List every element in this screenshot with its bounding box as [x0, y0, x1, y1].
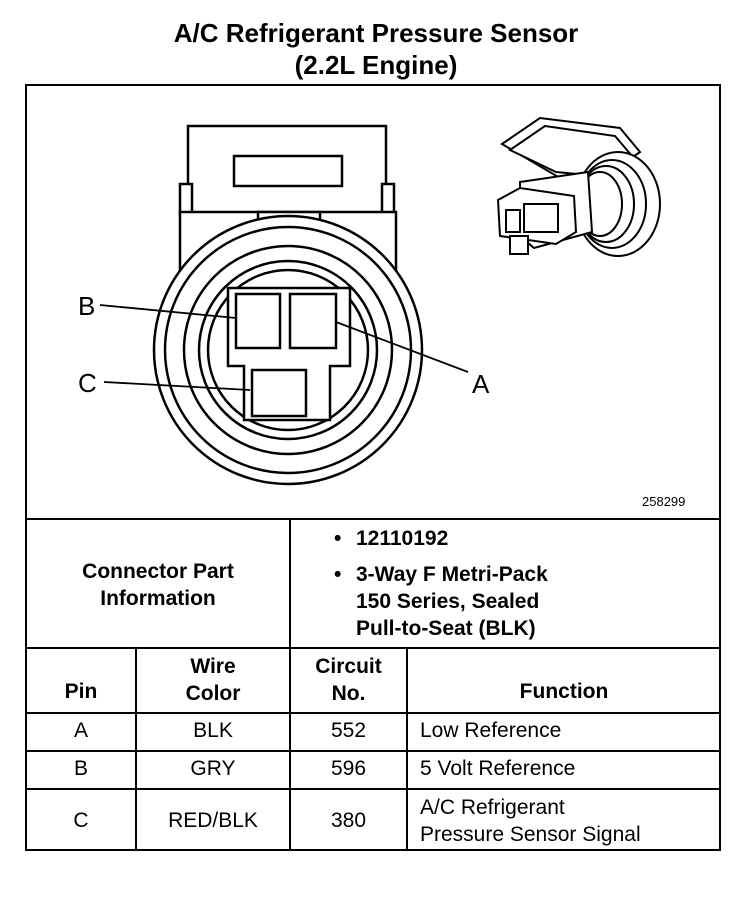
divider-header-rows [25, 712, 721, 714]
leader-line-c [103, 381, 251, 391]
divider-info-column [289, 518, 291, 648]
terminal-cavities [226, 286, 352, 422]
connector-type-line1: 3-Way F Metri-Pack [356, 563, 548, 586]
header-wire-color-line1: Wire [190, 655, 236, 678]
part-number-bullet: • [334, 527, 342, 550]
connector-type-bullet: • [334, 563, 342, 586]
header-function: Function [519, 680, 609, 703]
divider-col-pin [135, 647, 137, 851]
row-b-circuit: 596 [330, 757, 367, 780]
connector-isometric-illustration [496, 116, 661, 257]
connector-type-line2: 150 Series, Sealed [356, 590, 540, 613]
pin-label-b: B [78, 291, 95, 321]
connector-info-label-line1: Connector Part [82, 560, 234, 583]
row-c-wire-color: RED/BLK [168, 809, 258, 832]
figure-number: 258299 [642, 494, 685, 509]
terminal-a [288, 292, 338, 350]
connector-info-label-line2: Information [100, 587, 216, 610]
divider-row-b-c [25, 788, 721, 790]
divider-diagram-table [25, 518, 721, 520]
connector-info-label: Connector Part Information [27, 558, 289, 612]
header-wire-color: Wire Color [137, 653, 289, 707]
leader-line-a [335, 321, 469, 373]
header-pin: Pin [64, 680, 98, 703]
header-circuit-line1: Circuit [315, 655, 382, 678]
connector-type-line3: Pull-to-Seat (BLK) [356, 617, 536, 640]
diagram-title: A/C Refrigerant Pressure Sensor [173, 18, 579, 48]
row-a-pin: A [73, 719, 88, 742]
terminal-c [250, 368, 308, 418]
terminal-b [234, 292, 282, 350]
row-a-function: Low Reference [420, 719, 562, 742]
divider-col-wire [289, 647, 291, 851]
divider-row-a-b [25, 750, 721, 752]
row-c-function-line1: A/C Refrigerant [420, 796, 565, 819]
row-c-function: A/C Refrigerant Pressure Sensor Signal [420, 794, 720, 848]
leader-line-b [99, 304, 237, 319]
row-b-function: 5 Volt Reference [420, 757, 576, 780]
diagram-subtitle: (2.2L Engine) [294, 50, 458, 80]
row-c-circuit: 380 [330, 809, 367, 832]
row-b-pin: B [73, 757, 88, 780]
row-a-circuit: 552 [330, 719, 367, 742]
diagram-frame [25, 84, 721, 851]
pin-label-c: C [78, 368, 97, 398]
header-wire-color-line2: Color [185, 682, 241, 705]
connector-face-drawing: B C A 258299 [78, 116, 685, 509]
divider-info-table [25, 647, 721, 649]
row-b-wire-color: GRY [190, 757, 236, 780]
divider-col-circuit [406, 647, 408, 851]
part-number: 12110192 [356, 527, 449, 550]
row-a-wire-color: BLK [193, 719, 233, 742]
row-c-pin: C [73, 809, 89, 832]
pin-label-a: A [472, 369, 490, 399]
row-c-function-line2: Pressure Sensor Signal [420, 823, 641, 846]
header-circuit: Circuit No. [291, 653, 406, 707]
header-circuit-line2: No. [331, 682, 366, 705]
